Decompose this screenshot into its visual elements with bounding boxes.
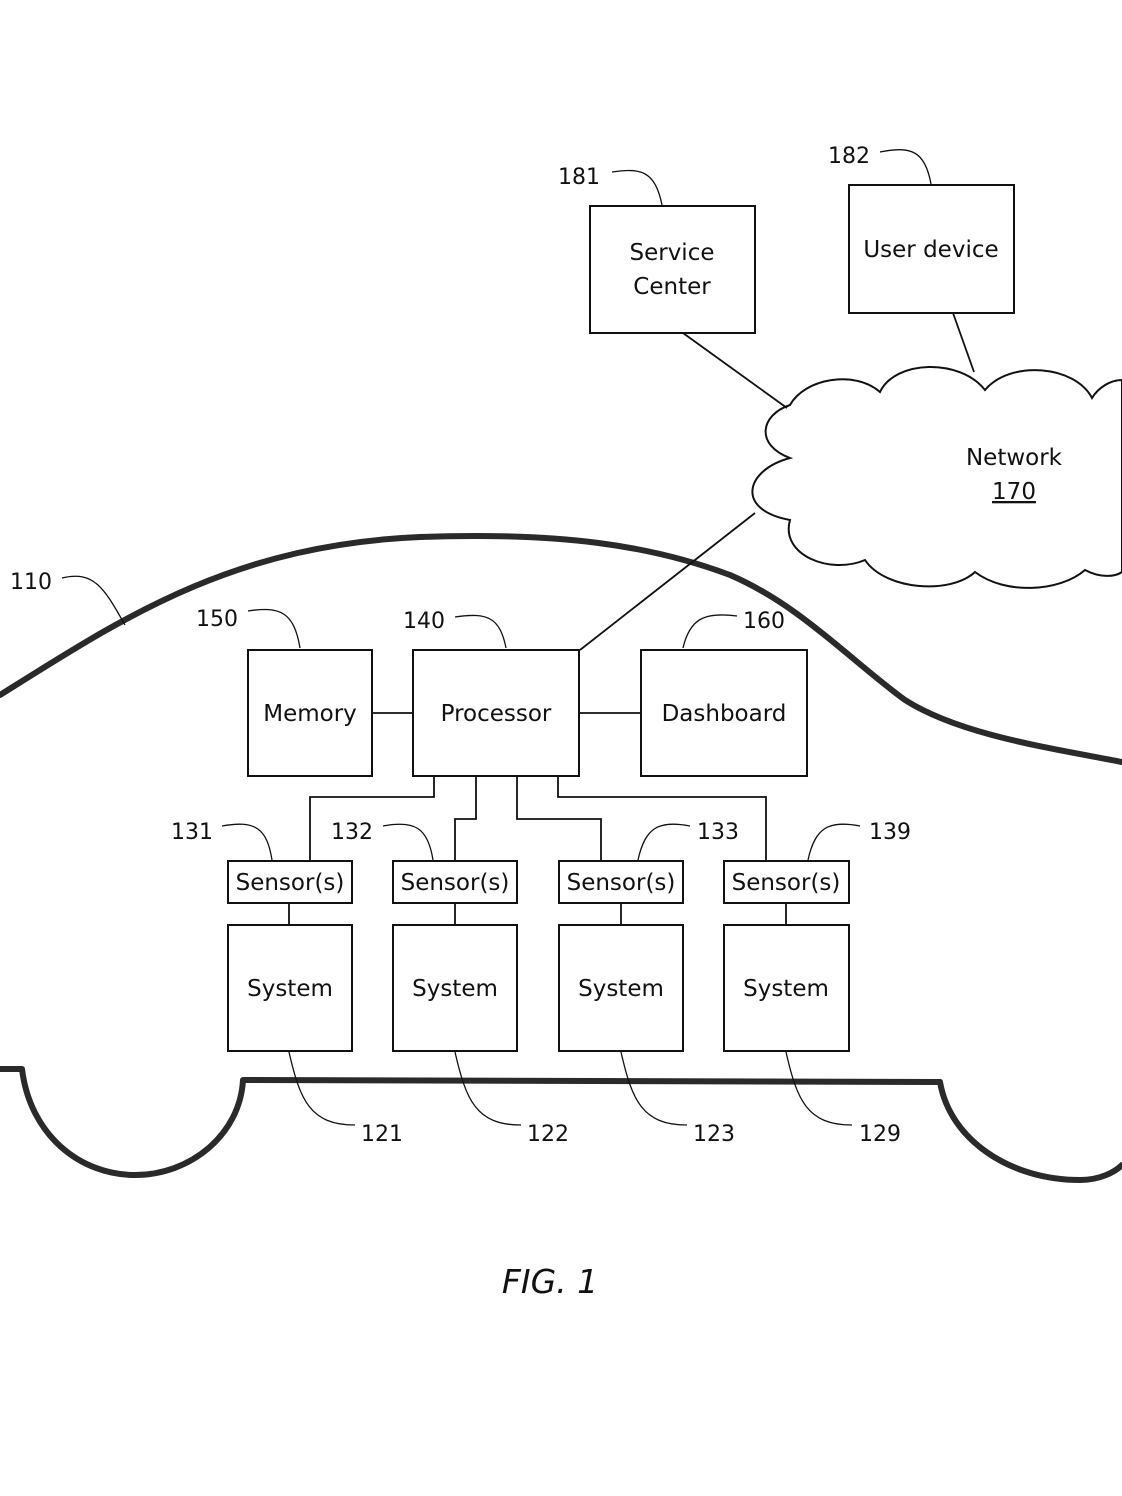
- service-center-label-line2: Center: [633, 274, 711, 300]
- network-ref: 170: [992, 479, 1036, 505]
- leader-line-181: [611, 169, 663, 206]
- ref-numeral-123: 123: [693, 1122, 735, 1147]
- system-label-123: System: [578, 976, 664, 1002]
- leader-line-160: [682, 614, 738, 649]
- ref-numeral-122: 122: [527, 1122, 569, 1147]
- leader-line-140: [454, 614, 507, 649]
- system-label-129: System: [743, 976, 829, 1002]
- leader-line-182: [879, 149, 932, 185]
- processor-box: [412, 649, 580, 777]
- sensor-box-132: [392, 860, 518, 904]
- processor-to-sensor-131-line: [309, 777, 435, 861]
- sensor-label-131: Sensor(s): [236, 870, 345, 896]
- processor-to-sensor-139-line: [557, 777, 767, 861]
- sensor-label-133: Sensor(s): [567, 870, 676, 896]
- user-device-label: User device: [863, 237, 998, 263]
- leader-line-129: [785, 1051, 853, 1126]
- ref-numeral-139: 139: [869, 820, 911, 845]
- system-box-122: [392, 924, 518, 1052]
- ref-numeral-140: 140: [403, 609, 445, 634]
- vehicle-floor-outline: [0, 1066, 1122, 1183]
- leader-line-150: [247, 608, 301, 649]
- memory-label: Memory: [263, 701, 357, 727]
- processor-to-sensor-133-line: [516, 777, 602, 861]
- processor-label: Processor: [441, 701, 552, 727]
- sensor-box-139: [723, 860, 850, 904]
- sensor-box-133: [558, 860, 684, 904]
- network-label: Network: [966, 445, 1063, 471]
- ref-numeral-160: 160: [743, 609, 785, 634]
- service-center-box: [589, 205, 756, 334]
- system-box-129: [723, 924, 850, 1052]
- vehicle-roof-outline: [0, 532, 1122, 765]
- sensor-label-132: Sensor(s): [401, 870, 510, 896]
- ref-numeral-121: 121: [361, 1122, 403, 1147]
- system-box-121: [227, 924, 353, 1052]
- ref-numeral-150: 150: [196, 607, 238, 632]
- sensor-label-139: Sensor(s): [732, 870, 841, 896]
- processor-to-sensor-132-line: [454, 777, 477, 861]
- leader-line-121: [288, 1051, 356, 1126]
- leader-line-133: [637, 823, 691, 861]
- ref-numeral-132: 132: [331, 820, 373, 845]
- leader-line-110: [61, 575, 126, 626]
- service-center-label-line1: Service: [629, 240, 714, 266]
- ref-numeral-181: 181: [558, 165, 600, 190]
- ref-numeral-129: 129: [859, 1122, 901, 1147]
- leader-line-139: [807, 823, 861, 861]
- leader-line-123: [620, 1051, 688, 1126]
- system-box-123: [558, 924, 684, 1052]
- user-device-box: [848, 184, 1015, 314]
- system-label-122: System: [412, 976, 498, 1002]
- network-cloud: [751, 366, 1122, 589]
- dashboard-box: [640, 649, 808, 777]
- ref-numeral-110: 110: [10, 570, 52, 595]
- ref-numeral-131: 131: [171, 820, 213, 845]
- leader-line-131: [221, 823, 273, 861]
- system-label-121: System: [247, 976, 333, 1002]
- leader-line-122: [454, 1051, 522, 1126]
- service-center-to-network-line: [682, 332, 788, 409]
- figure-caption: FIG. 1: [502, 1262, 598, 1301]
- sensor-box-131: [227, 860, 353, 904]
- dashboard-label: Dashboard: [662, 701, 787, 727]
- ref-numeral-133: 133: [697, 820, 739, 845]
- ref-numeral-182: 182: [828, 144, 870, 169]
- memory-box: [247, 649, 373, 777]
- processor-to-network-line: [579, 512, 756, 651]
- leader-line-132: [382, 823, 434, 861]
- user-device-to-network-line: [952, 312, 975, 373]
